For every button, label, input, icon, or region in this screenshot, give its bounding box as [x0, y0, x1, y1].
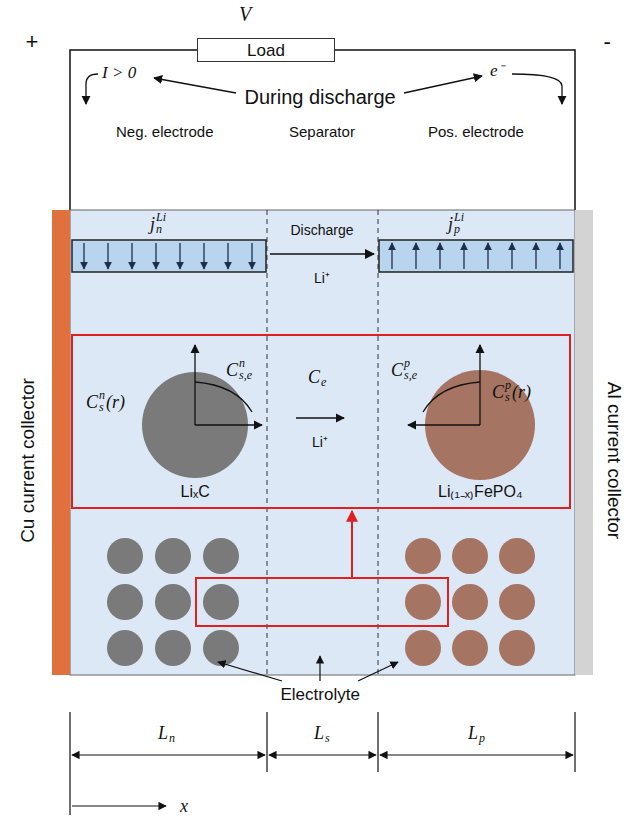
variable-symbol: C	[226, 361, 238, 379]
flux-box	[379, 240, 573, 272]
subscript: p	[479, 732, 485, 744]
superscript: Li	[156, 211, 166, 223]
subscript: s	[99, 401, 104, 413]
node-text: Load	[247, 42, 285, 59]
flow-label: Discharge	[291, 223, 354, 237]
collector-label: Cu current collector	[17, 378, 36, 543]
argument: (r)	[106, 393, 125, 411]
subscript: s	[505, 391, 510, 403]
ion-label: Li⁺	[312, 435, 328, 449]
flux-arrow	[84, 243, 560, 269]
collector-label: Al current collector	[605, 381, 624, 538]
current-label: I > 0	[102, 64, 136, 81]
dimension-line	[70, 712, 575, 815]
variable-symbol: j	[448, 215, 453, 233]
material-label: Li₍₁₋ₓ₎FePO₄	[438, 484, 522, 500]
superscript: n	[99, 389, 105, 401]
superscript: p	[505, 379, 511, 391]
terminal-sign: +	[26, 31, 39, 53]
zoom-box	[196, 578, 448, 626]
region-label: Pos. electrode	[428, 124, 524, 139]
graphite-particle	[107, 538, 239, 666]
subscript: e	[321, 376, 326, 388]
subscript: n	[169, 732, 175, 744]
axis-label: x	[180, 797, 188, 815]
variable-symbol: C	[492, 383, 504, 401]
superscript: n	[239, 357, 245, 369]
variable-symbol: j	[150, 215, 155, 233]
ion-label: Li⁺	[314, 271, 330, 285]
variable-symbol: C	[308, 368, 320, 386]
variable-symbol: C	[86, 393, 98, 411]
zoom-box	[72, 335, 570, 508]
particle-axis	[195, 345, 480, 425]
voltage-symbol: V	[239, 4, 251, 24]
subscript: s	[325, 732, 330, 744]
variable-symbol: L	[314, 724, 324, 742]
subscript: p	[454, 223, 460, 235]
lfp-particle	[405, 538, 535, 666]
argument: (r)	[512, 383, 531, 401]
variable-symbol: C	[391, 361, 403, 379]
cell-body	[70, 210, 575, 675]
leader-arrow	[218, 656, 398, 681]
region-label: Neg. electrode	[116, 124, 214, 139]
subscript: n	[156, 223, 162, 235]
subscript: s,e	[239, 369, 252, 381]
discharge-arrow	[270, 253, 374, 255]
circuit-wire	[70, 50, 575, 210]
region-divider	[267, 210, 378, 675]
load-box: Load	[197, 38, 335, 62]
superscript: Li	[454, 211, 464, 223]
region-label: Separator	[289, 124, 355, 139]
material-label: LiₓC	[181, 484, 210, 500]
superscript: p	[404, 357, 410, 369]
zoom-arrow	[351, 511, 353, 578]
terminal-sign: -	[604, 31, 611, 53]
electrolyte-label: Electrolyte	[281, 686, 360, 703]
variable-symbol: L	[468, 724, 478, 742]
flux-box	[72, 240, 266, 272]
mode-label: During discharge	[245, 87, 396, 107]
subscript: s,e	[404, 369, 417, 381]
electron-label: e⁻	[490, 62, 504, 79]
al-collector	[575, 210, 593, 675]
variable-symbol: L	[158, 724, 168, 742]
cu-collector	[52, 210, 70, 675]
ion-arrow	[296, 417, 344, 418]
